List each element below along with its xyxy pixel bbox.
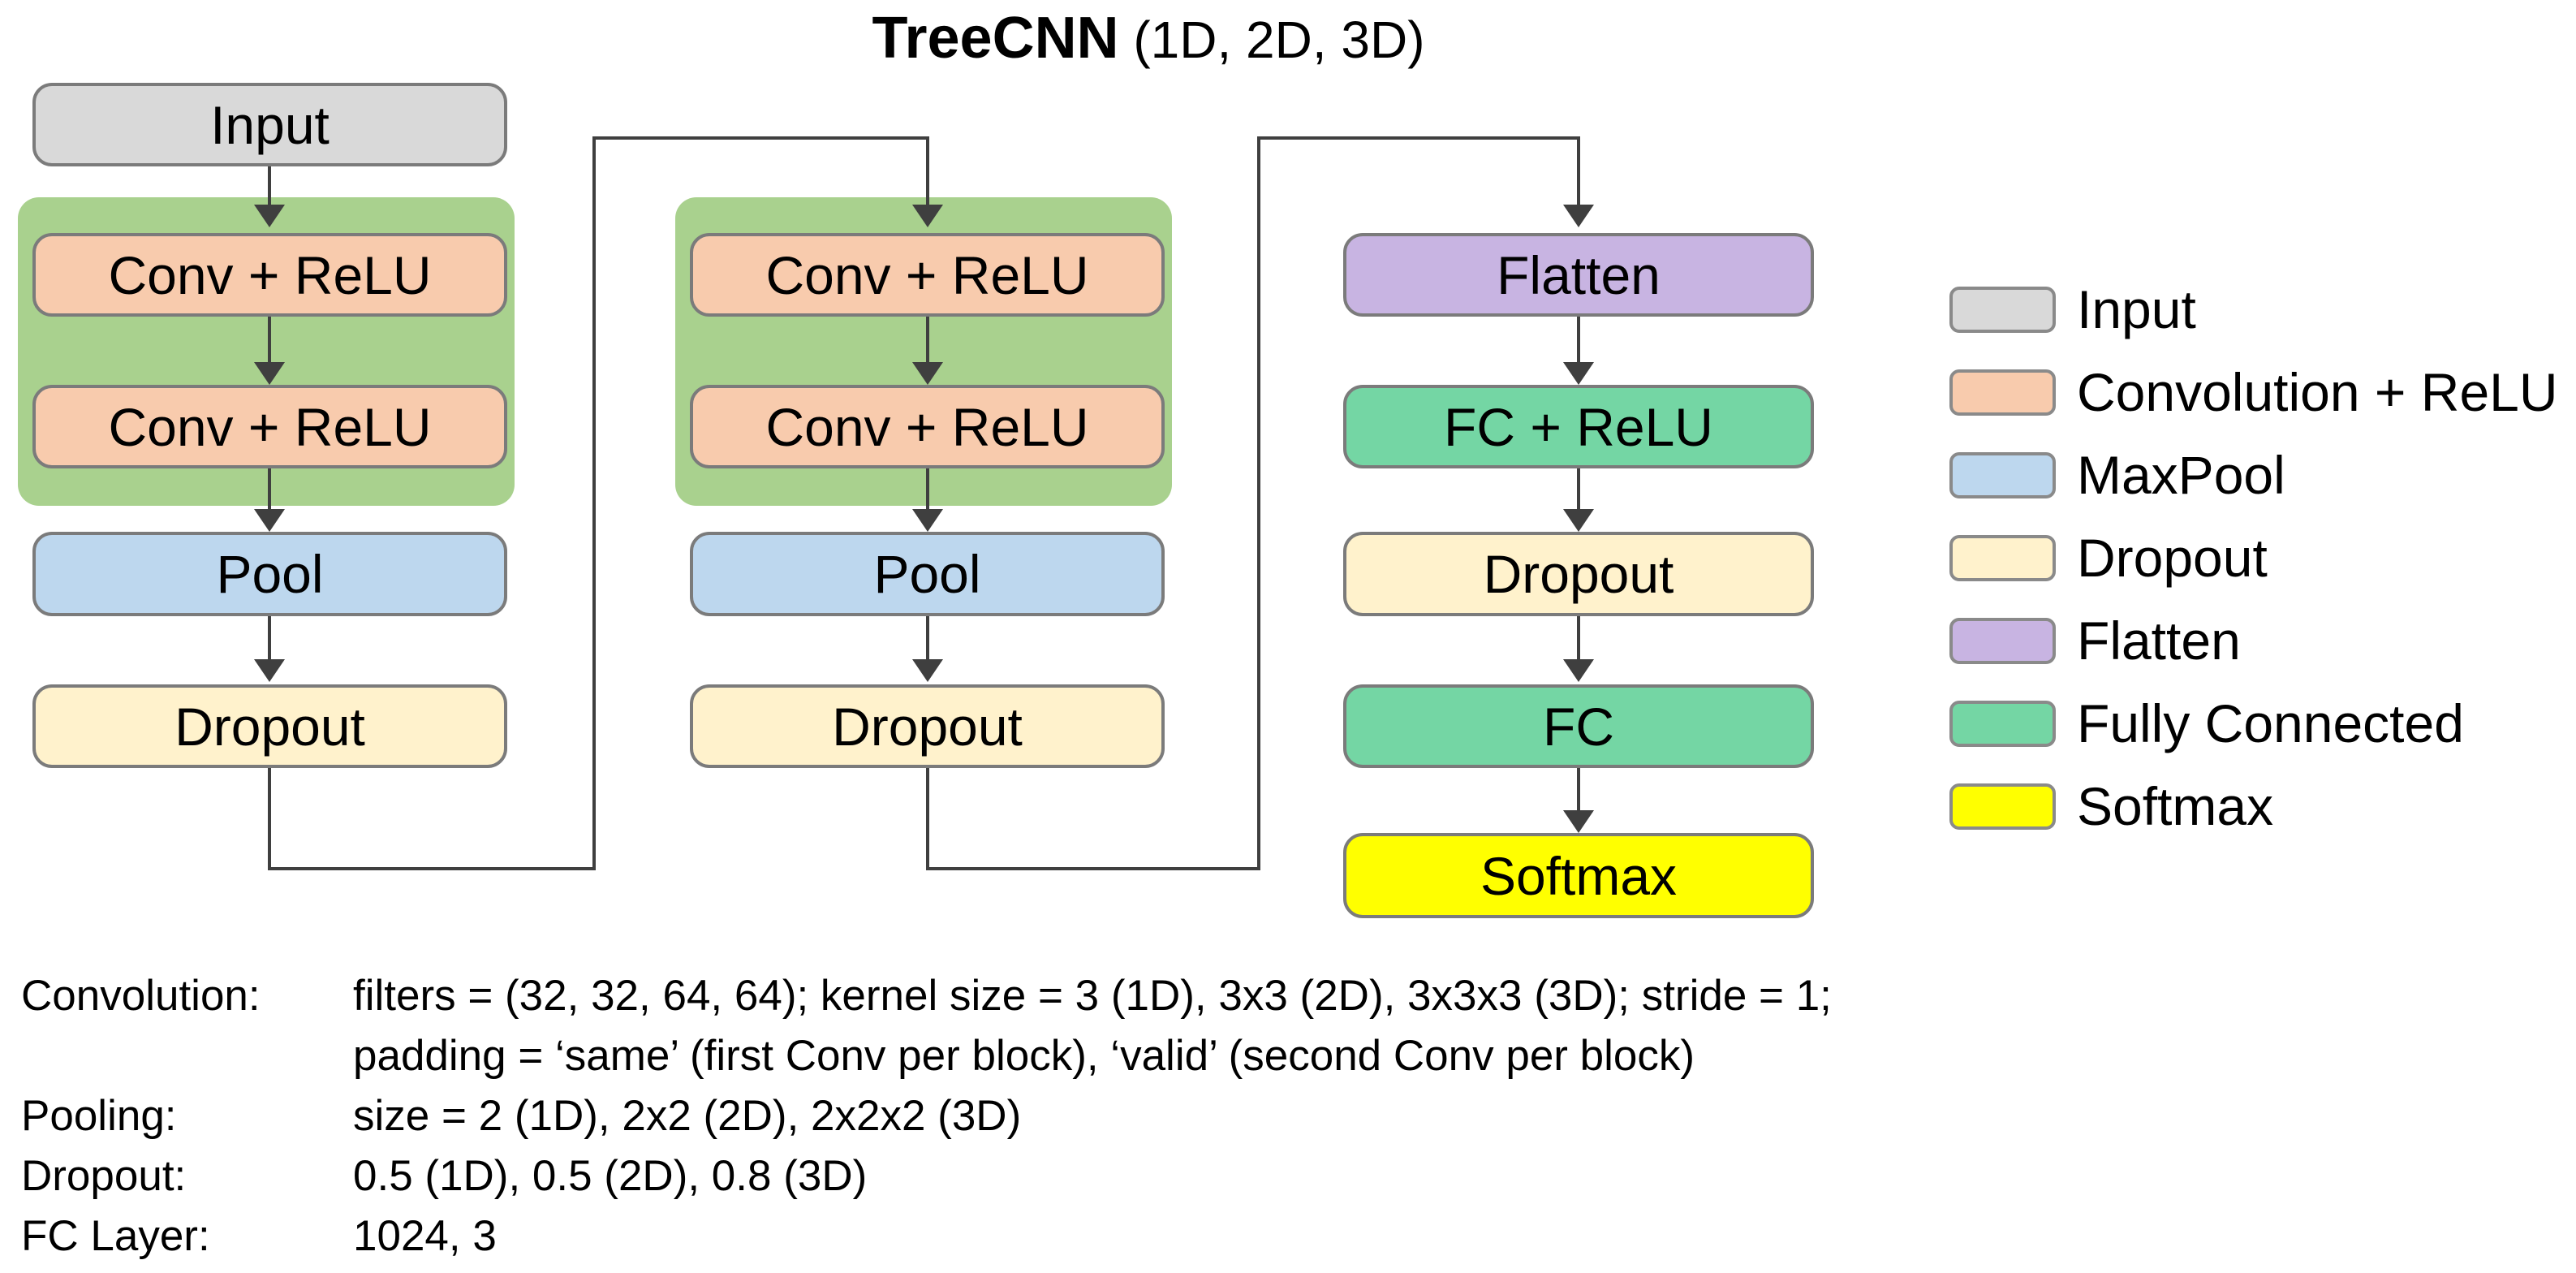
diagram-title: TreeCNN (1D, 2D, 3D) [690,5,1607,71]
node-block1-pool: Pool [32,532,507,616]
arrow-line-fc-to-softmax [1577,768,1580,813]
legend-label-input: Input [2077,279,2196,339]
connector-block2-riser [1257,136,1260,870]
arrowhead-pool-to-dropout [254,659,285,682]
legend-swatch-convolution-relu [1949,369,2056,416]
legend-item-fully-connected: Fully Connected [1949,693,2464,753]
arrowhead-fcrelu-to-dropout [1563,509,1594,532]
legend-item-flatten: Flatten [1949,611,2241,671]
connector-block1-out-down [268,768,271,870]
connector-block2-into-flatten [1577,138,1580,208]
arrowhead-input-to-conv1 [254,205,285,227]
note-label-convolution: Convolution: [21,972,261,1020]
node-block2-conv-relu-2: Conv + ReLU [690,385,1165,468]
arrowhead-b2-pool-to-dropout [912,659,943,682]
arrowhead-b2-conv2-to-pool [912,509,943,532]
node-softmax: Softmax [1343,833,1814,918]
note-dropout: Dropout: 0.5 (1D), 0.5 (2D), 0.8 (3D) [21,1151,867,1201]
legend-item-maxpool: MaxPool [1949,445,2285,505]
note-label-pooling: Pooling: [21,1092,177,1140]
arrowhead-conv1-to-conv2 [254,362,285,385]
note-label-fc-layer: FC Layer: [21,1212,210,1260]
note-fc-layer: FC Layer: 1024, 3 [21,1211,497,1261]
arrowhead-dropout-to-fc [1563,659,1594,682]
arrow-line-b2-conv1-to-conv2 [926,317,929,365]
arrow-line-conv1-to-conv2 [268,317,271,365]
note-text-dropout: 0.5 (1D), 0.5 (2D), 0.8 (3D) [353,1152,868,1200]
connector-block2-top-right [1257,136,1580,140]
legend-swatch-flatten [1949,617,2056,664]
arrowhead-flatten-to-fcrelu [1563,362,1594,385]
note-pooling: Pooling: size = 2 (1D), 2x2 (2D), 2x2x2 … [21,1091,1021,1141]
node-block2-dropout: Dropout [690,684,1165,768]
legend-label-convolution-relu: Convolution + ReLU [2077,362,2558,422]
arrow-line-conv2-to-pool [268,468,271,512]
legend-swatch-dropout [1949,534,2056,581]
connector-block1-top-right [592,136,929,140]
connector-block1-out-right [268,867,596,870]
note-text-padding: padding = ‘same’ (first Conv per block),… [353,1032,1695,1080]
arrow-line-input-to-conv1 [268,166,271,207]
note-convolution-padding: padding = ‘same’ (first Conv per block),… [21,1031,1695,1081]
connector-block1-into-block2 [926,138,929,208]
node-input: Input [32,83,507,166]
legend-item-convolution-relu: Convolution + ReLU [1949,362,2558,422]
diagram-title-main: TreeCNN [872,6,1119,71]
arrowhead-into-block2-conv1 [912,205,943,227]
node-fc-relu: FC + ReLU [1343,385,1814,468]
legend-label-dropout: Dropout [2077,528,2268,588]
node-fc: FC [1343,684,1814,768]
connector-block1-riser [592,136,596,870]
legend-swatch-maxpool [1949,451,2056,498]
arrowhead-into-flatten [1563,205,1594,227]
legend-item-input: Input [1949,279,2196,339]
arrowhead-fc-to-softmax [1563,810,1594,833]
legend-label-flatten: Flatten [2077,611,2241,671]
node-block2-pool: Pool [690,532,1165,616]
arrow-line-b2-conv2-to-pool [926,468,929,512]
arrow-line-dropout-to-fc [1577,616,1580,662]
node-head-dropout: Dropout [1343,532,1814,616]
connector-block2-out-right [926,867,1260,870]
arrow-line-fcrelu-to-dropout [1577,468,1580,512]
note-text-fc-layer: 1024, 3 [353,1212,497,1260]
arrow-line-flatten-to-fcrelu [1577,317,1580,365]
note-label-padding [21,1031,353,1081]
legend-item-dropout: Dropout [1949,528,2268,588]
legend-swatch-fully-connected [1949,700,2056,747]
node-block2-conv-relu-1: Conv + ReLU [690,233,1165,317]
node-block1-dropout: Dropout [32,684,507,768]
legend-label-maxpool: MaxPool [2077,445,2285,505]
legend-label-softmax: Softmax [2077,776,2274,836]
arrowhead-b2-conv1-to-conv2 [912,362,943,385]
legend-swatch-softmax [1949,783,2056,830]
diagram-title-suffix: (1D, 2D, 3D) [1118,11,1425,69]
connector-block2-out-down [926,768,929,870]
node-flatten: Flatten [1343,233,1814,317]
note-text-convolution: filters = (32, 32, 64, 64); kernel size … [353,972,1832,1020]
note-label-dropout: Dropout: [21,1152,187,1200]
arrow-line-b2-pool-to-dropout [926,616,929,662]
node-block1-conv-relu-2: Conv + ReLU [32,385,507,468]
arrow-line-pool-to-dropout [268,616,271,662]
arrowhead-conv2-to-pool [254,509,285,532]
legend-swatch-input [1949,286,2056,333]
legend-item-softmax: Softmax [1949,776,2274,836]
legend-label-fully-connected: Fully Connected [2077,693,2464,753]
note-text-pooling: size = 2 (1D), 2x2 (2D), 2x2x2 (3D) [353,1092,1022,1140]
node-block1-conv-relu-1: Conv + ReLU [32,233,507,317]
note-convolution: Convolution: filters = (32, 32, 64, 64);… [21,971,1832,1021]
